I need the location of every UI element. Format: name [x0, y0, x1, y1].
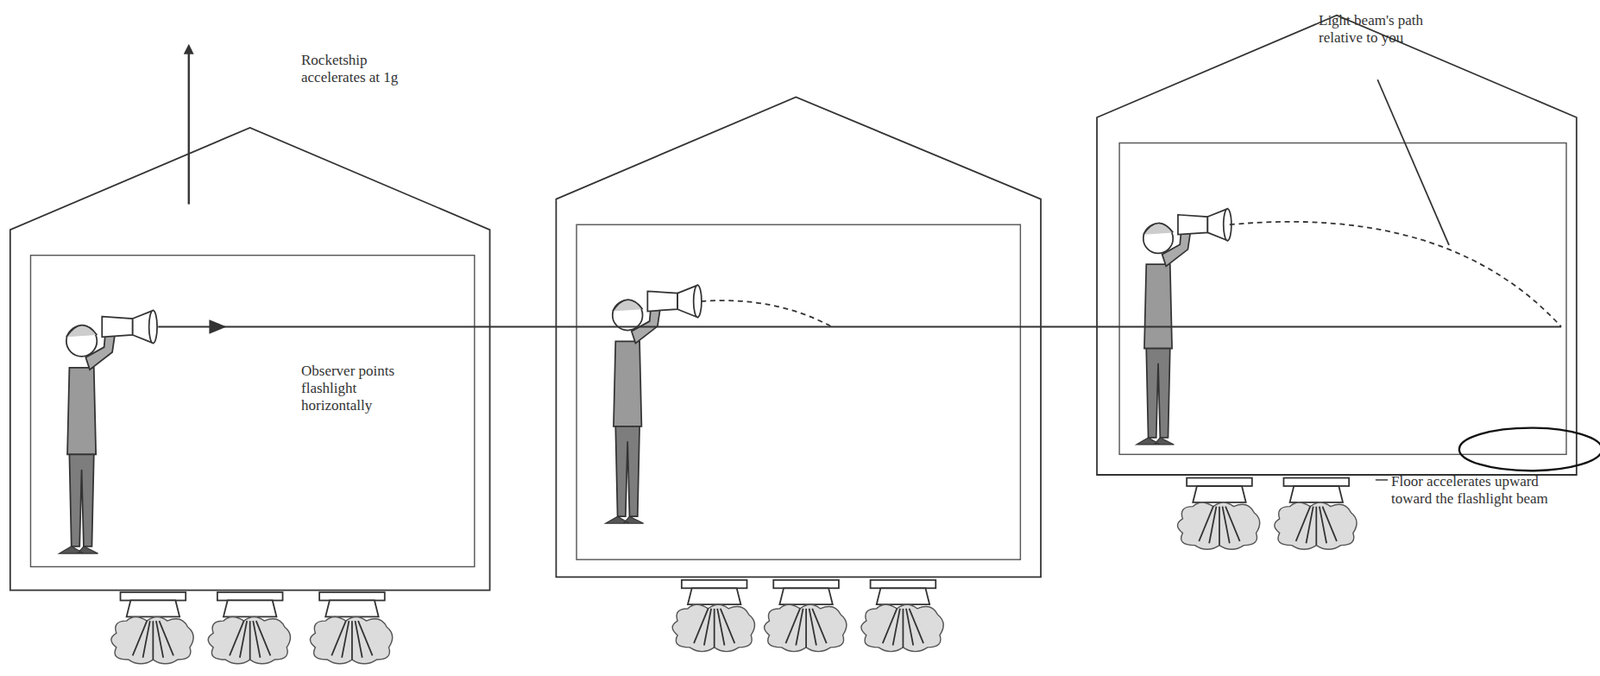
annotation-label: Rocketship accelerates at 1g [301, 51, 414, 87]
annotation-label: Light beam's path relative to you [1318, 12, 1427, 47]
annotation-label: Observer points flashlight horizontally [301, 362, 410, 415]
annotation-label: Floor accelerates upward toward the flas… [1391, 472, 1556, 508]
